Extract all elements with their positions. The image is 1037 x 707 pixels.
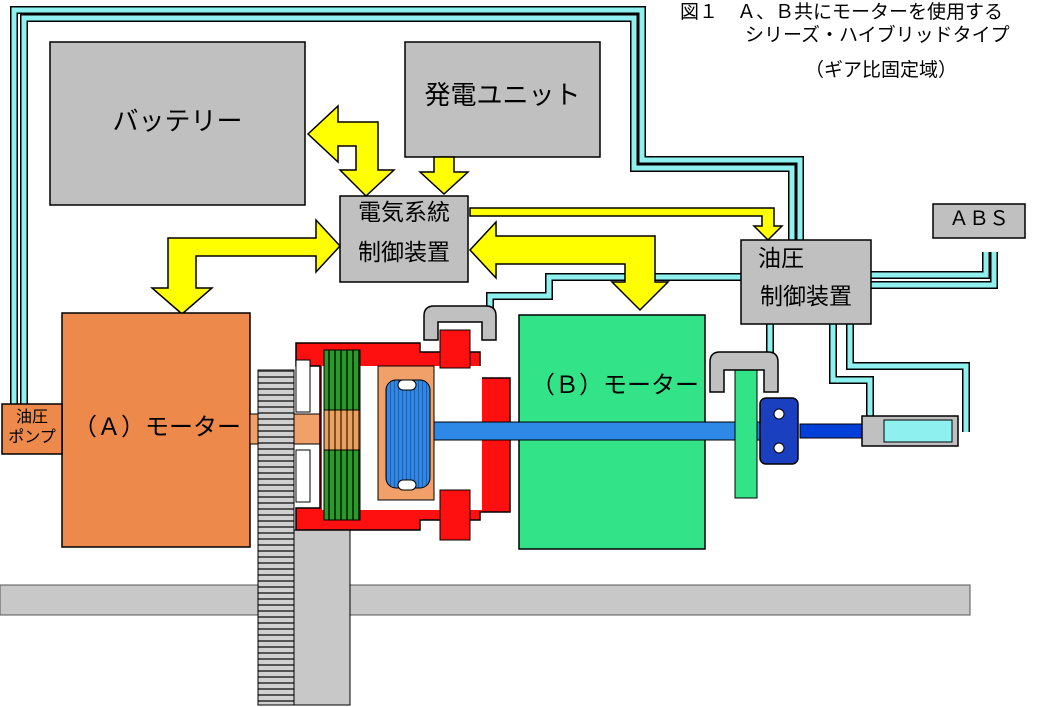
electric-control-label-2: 制御装置	[358, 240, 450, 266]
arrow-control-to-hydraulic	[469, 207, 784, 242]
hydraulic-control-label-1: 油圧	[758, 246, 804, 272]
oil-pump-label-2: ポンプ	[8, 427, 56, 446]
caption-line-2: シリーズ・ハイブリッドタイプ	[745, 24, 1010, 46]
planetary-gear-top	[323, 349, 361, 411]
battery-box	[49, 41, 306, 206]
arrow-to-battery	[306, 104, 396, 198]
hydraulic-pipes	[10, 6, 998, 432]
output-shaft	[433, 421, 775, 441]
motor-b-label: （Ｂ）モーター	[531, 371, 699, 399]
clutch-drum	[385, 379, 431, 489]
hydraulic-control-label-2: 制御装置	[760, 284, 852, 310]
arrow-control-to-motor-a	[149, 218, 342, 315]
abs-label: ＡＢＳ	[949, 206, 1009, 230]
universal-joint	[759, 397, 799, 465]
generator-box	[404, 41, 601, 158]
bearing-cap-top	[423, 305, 497, 341]
generator-label: 発電ユニット	[424, 81, 581, 111]
abs-box	[932, 203, 1026, 239]
power-flow-arrows	[149, 104, 784, 315]
arrow-control-to-motor-b	[468, 220, 670, 312]
reduction-gear-large	[257, 369, 295, 706]
ground-shaft	[0, 584, 971, 616]
planetary-gear-bottom	[323, 449, 361, 521]
caption-line-3: （ギア比固定域）	[805, 59, 958, 81]
parking-gear	[734, 363, 758, 499]
oil-pump-box	[1, 403, 63, 455]
bearing-cap-right	[709, 351, 779, 393]
motor-a-label: （Ａ）モーター	[73, 413, 241, 441]
motor-a-body	[61, 312, 251, 548]
electric-control-label-1: 電気系統	[358, 200, 450, 226]
hydraulic-control-box	[740, 239, 872, 325]
electric-control-box	[339, 195, 469, 283]
battery-label: バッテリー	[112, 107, 243, 137]
oil-pump-label-1: 油圧	[15, 407, 48, 426]
caption-line-1: 図１ Ａ、Ｂ共にモーターを使用する	[680, 1, 1004, 23]
sun-gear	[323, 409, 361, 451]
arrow-generator-to-control	[418, 156, 470, 196]
reduction-gear-hub	[293, 529, 351, 706]
